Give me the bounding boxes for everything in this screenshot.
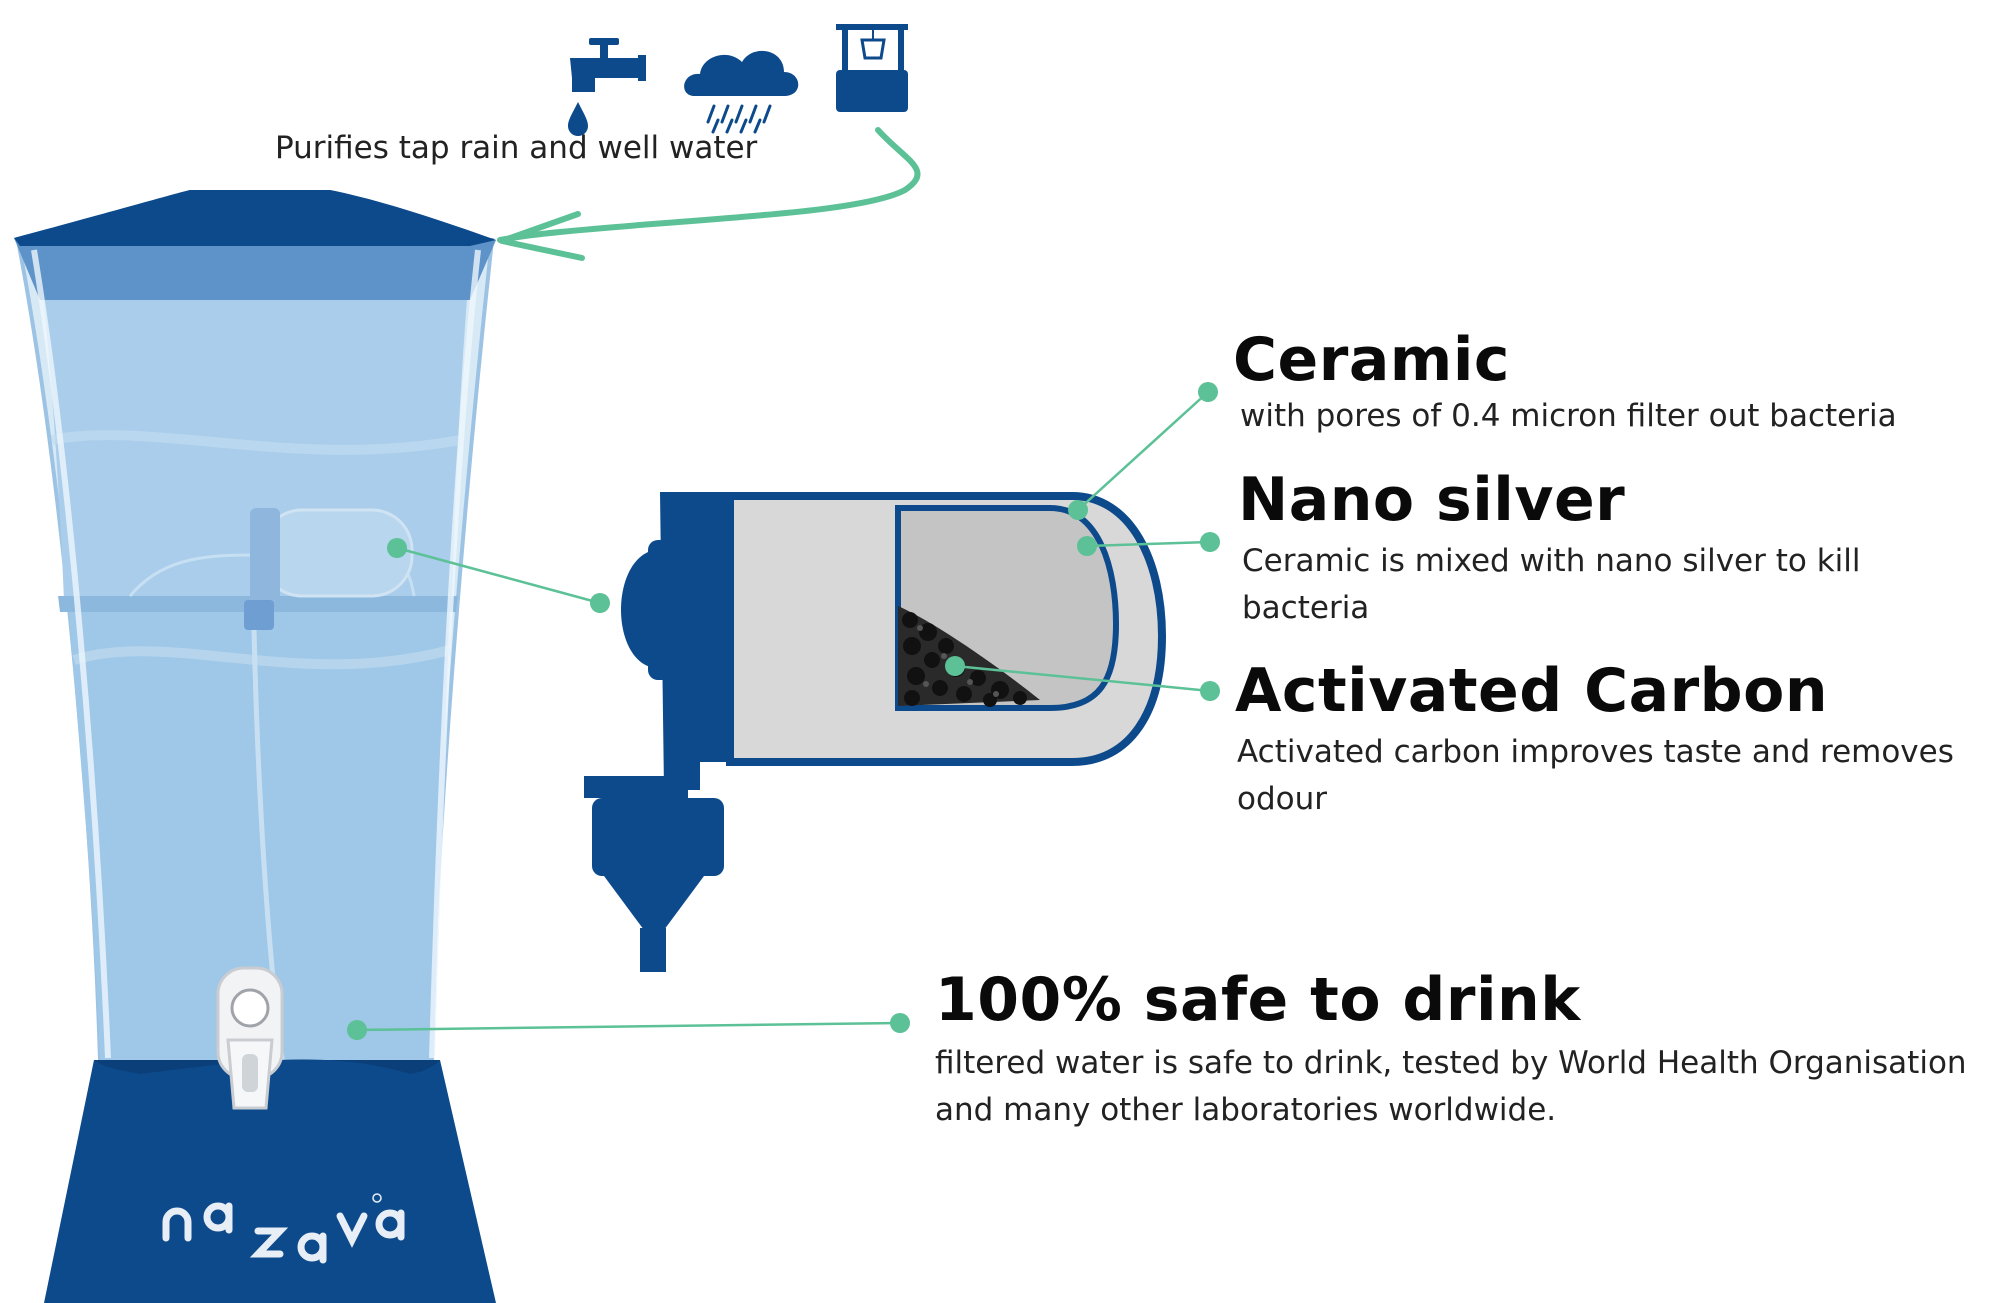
activated-carbon-description: Activated carbon improves taste and remo… [1237,734,1954,817]
leader-lines [356,391,1211,1032]
source-arrow [497,127,921,261]
ceramic-description: with pores of 0.4 micron filter out bact… [1240,398,1897,434]
nazava-logo [162,1193,405,1264]
safe-to-drink-description: filtered water is safe to drink, tested … [935,1045,1967,1128]
rain-cloud-icon [684,50,799,134]
water-tap-icon [568,38,646,136]
activated-carbon-title: Activated Carbon [1235,656,1829,726]
filter-tank [14,190,496,1303]
safe-to-drink-title: 100% safe to drink [935,965,1581,1035]
nano-silver-description: Ceramic is mixed with nano silver to kil… [1242,543,1861,626]
ceramic-title: Ceramic [1233,325,1510,395]
water-well-icon [836,24,908,112]
leader-dots [347,382,1220,1040]
filter-cross-section [584,492,1167,972]
nano-silver-title: Nano silver [1238,465,1626,535]
intro-caption: Purifies tap rain and well water [275,130,758,166]
